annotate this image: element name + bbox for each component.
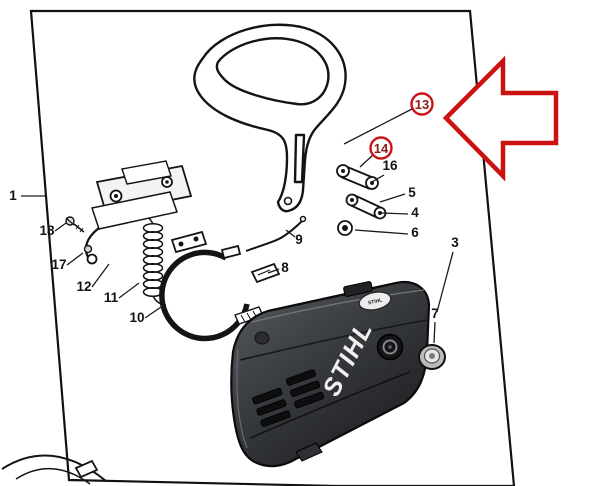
- callout-11: 11: [104, 290, 119, 305]
- callout-18: 18: [39, 223, 55, 238]
- callout-5: 5: [408, 185, 416, 200]
- highlight-callout-13: 13: [410, 92, 434, 116]
- callout-3: 3: [451, 235, 459, 250]
- wire-link: [245, 215, 307, 252]
- chain-brake-mechanism: [65, 160, 208, 265]
- callout-labels: 1 18 17 12 11 10 9 8 16 5 4 6 3 7: [9, 158, 459, 325]
- cover-badge-text: STIHL: [368, 298, 383, 307]
- callout-10: 10: [129, 310, 144, 325]
- tension-spring: [140, 214, 167, 306]
- highlight-label-13: 13: [415, 97, 429, 112]
- sprocket-cover: STIHL STIHL: [230, 281, 431, 468]
- brake-band: [159, 244, 250, 342]
- cover-vents: [252, 369, 325, 427]
- callout-16: 16: [382, 158, 398, 173]
- callout-9: 9: [295, 232, 303, 247]
- diagram-frame: [29, 9, 516, 486]
- callout-12: 12: [76, 279, 91, 294]
- callout-17: 17: [51, 257, 66, 272]
- leader-lines: [21, 108, 454, 344]
- callout-7: 7: [431, 306, 439, 321]
- bolt-part-17: [83, 244, 93, 254]
- highlight-label-14: 14: [374, 141, 389, 156]
- screw-part-18: [65, 216, 85, 233]
- callout-4: 4: [411, 205, 419, 220]
- brake-linkage: [336, 164, 387, 236]
- hand-guard: [193, 23, 347, 213]
- highlight-ring-14: [369, 136, 393, 160]
- callout-8: 8: [281, 260, 289, 275]
- highlight-ring-13: [410, 92, 434, 116]
- clip-part-8: [250, 262, 281, 284]
- cover-badge: STIHL: [358, 291, 392, 311]
- collar-nut: [418, 344, 446, 370]
- highlight-callout-14: 14: [369, 136, 393, 160]
- selection-arrow-icon: [442, 55, 559, 182]
- callout-1: 1: [9, 188, 17, 203]
- bar-stud-hole: [376, 333, 404, 361]
- callout-6: 6: [411, 225, 419, 240]
- partial-assembly-bottom-left: [1, 454, 107, 485]
- chain-catcher-tab: [295, 442, 323, 462]
